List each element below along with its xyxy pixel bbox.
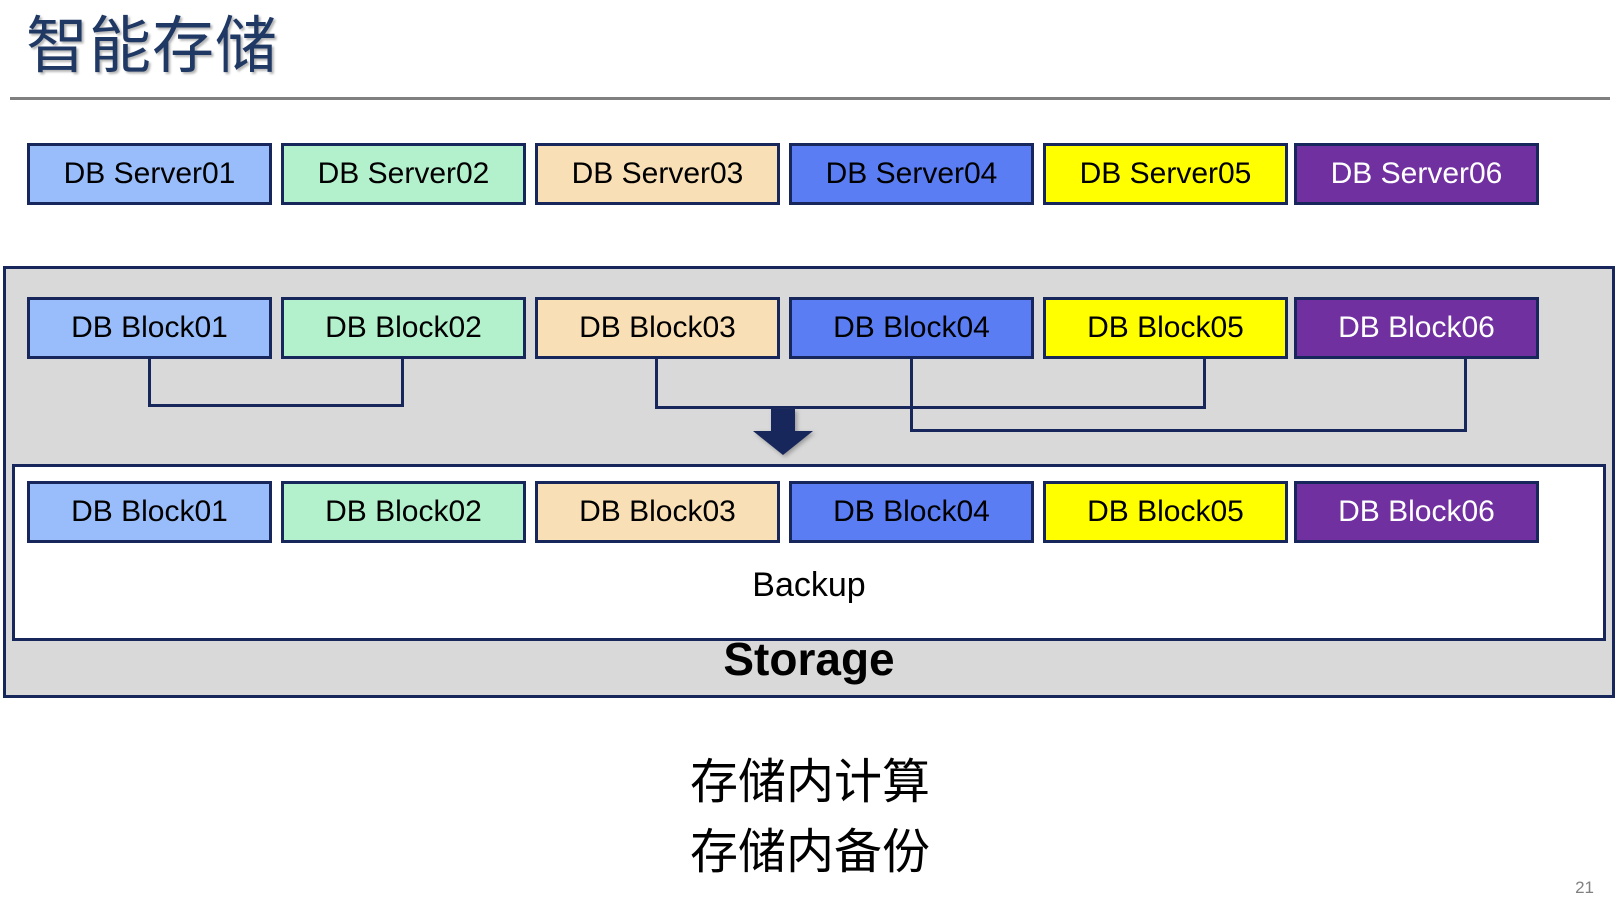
connector-block03-block05-right [1203, 359, 1206, 406]
connector-block01-block02-bottom [148, 404, 404, 407]
db-block-bottom-label: DB Block02 [325, 495, 482, 528]
caption-in-storage-compute: 存储内计算 [689, 756, 930, 809]
db-server-label: DB Server03 [571, 157, 744, 190]
db-block-bottom-1[interactable]: DB Block01 [27, 481, 272, 543]
db-block-bottom-5[interactable]: DB Block05 [1043, 481, 1288, 543]
db-block-bottom-label: DB Block04 [833, 495, 990, 528]
db-block-bottom-label: DB Block06 [1338, 495, 1495, 528]
db-block-top-4[interactable]: DB Block04 [789, 297, 1034, 359]
db-server-3[interactable]: DB Server03 [535, 143, 780, 205]
db-block-bottom-2[interactable]: DB Block02 [281, 481, 526, 543]
backup-label: Backup [752, 566, 866, 604]
db-block-top-label: DB Block01 [71, 311, 228, 344]
db-block-bottom-4[interactable]: DB Block04 [789, 481, 1034, 543]
db-block-top-6[interactable]: DB Block06 [1294, 297, 1539, 359]
db-block-top-3[interactable]: DB Block03 [535, 297, 780, 359]
db-block-top-2[interactable]: DB Block02 [281, 297, 526, 359]
db-server-label: DB Server02 [317, 157, 490, 190]
db-block-bottom-label: DB Block03 [579, 495, 736, 528]
db-block-top-5[interactable]: DB Block05 [1043, 297, 1288, 359]
db-server-label: DB Server05 [1079, 157, 1252, 190]
connector-block03-block05-bottom [655, 406, 1206, 409]
slide-number: 21 [1575, 878, 1594, 897]
db-block-top-1[interactable]: DB Block01 [27, 297, 272, 359]
db-server-4[interactable]: DB Server04 [789, 143, 1034, 205]
page-title: 智能存储 [26, 12, 279, 81]
connector-block01-block02-right [401, 359, 404, 404]
db-block-top-label: DB Block02 [325, 311, 482, 344]
db-block-top-label: DB Block06 [1338, 311, 1495, 344]
db-block-bottom-6[interactable]: DB Block06 [1294, 481, 1539, 543]
connector-block04-block06-left [910, 359, 913, 429]
title-divider [10, 97, 1610, 100]
db-block-bottom-label: DB Block01 [71, 495, 228, 528]
db-server-1[interactable]: DB Server01 [27, 143, 272, 205]
db-server-label: DB Server06 [1330, 157, 1503, 190]
db-server-label: DB Server04 [825, 157, 998, 190]
connector-block01-block02-left [148, 359, 151, 404]
db-block-top-label: DB Block03 [579, 311, 736, 344]
connector-block04-block06-right [1464, 359, 1467, 429]
down-arrow-icon [753, 409, 813, 455]
db-block-bottom-3[interactable]: DB Block03 [535, 481, 780, 543]
db-block-bottom-label: DB Block05 [1087, 495, 1244, 528]
db-block-top-label: DB Block04 [833, 311, 990, 344]
db-server-label: DB Server01 [63, 157, 236, 190]
storage-label: Storage [723, 633, 895, 685]
caption-in-storage-backup: 存储内备份 [689, 826, 930, 879]
db-server-5[interactable]: DB Server05 [1043, 143, 1288, 205]
connector-block03-block05-left [655, 359, 658, 406]
db-server-2[interactable]: DB Server02 [281, 143, 526, 205]
connector-block04-block06-bottom [910, 429, 1467, 432]
db-block-top-label: DB Block05 [1087, 311, 1244, 344]
db-server-6[interactable]: DB Server06 [1294, 143, 1539, 205]
